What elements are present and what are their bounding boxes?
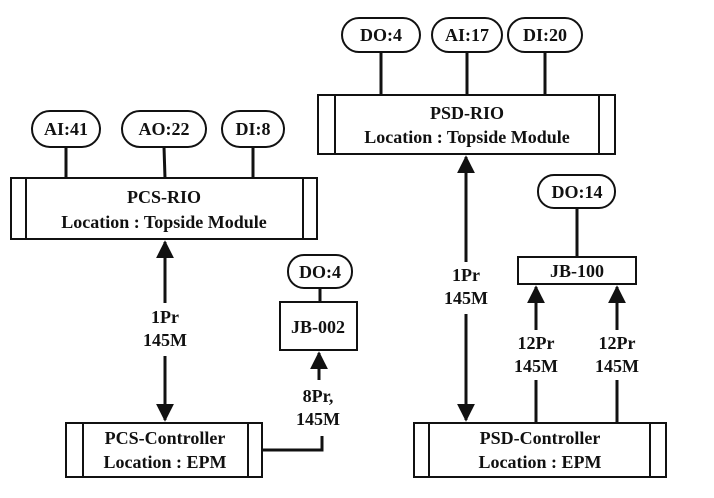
psd-rio-box: PSD-RIO Location : Topside Module (317, 94, 616, 155)
io-pill-label: DI:20 (523, 25, 567, 45)
io-pill-jb100-do14: DO:14 (537, 174, 616, 209)
pcs-rio-box: PCS-RIO Location : Topside Module (10, 177, 318, 240)
pcs-rio-location: Location : Topside Module (61, 212, 267, 232)
jb-100-box: JB-100 (517, 256, 637, 285)
link-psd-controller-jb100-b: 12Pr 145M (595, 285, 639, 423)
psd-controller-title: PSD-Controller (480, 428, 601, 448)
jb-002-group: DO:4 JB-002 (279, 254, 358, 351)
link-label-length: 145M (514, 356, 558, 376)
jb-002-box: JB-002 (279, 301, 358, 351)
link-pcs-controller-jb002: 8Pr, 145M (262, 351, 340, 452)
link-label-pairs: 12Pr (599, 333, 636, 353)
pcs-rio-title: PCS-RIO (127, 187, 201, 207)
io-pill-di8: DI:8 (221, 110, 285, 148)
io-pill-label: DI:8 (236, 119, 271, 139)
jb-100-label: JB-100 (550, 261, 604, 281)
link-label-length: 145M (143, 330, 187, 350)
io-pill-do4: DO:4 (341, 17, 421, 53)
psd-rio-group: DO:4 AI:17 DI:20 PSD-RIO Location : Tops… (317, 17, 616, 155)
psd-rio-location: Location : Topside Module (364, 127, 570, 147)
link-label-length: 145M (595, 356, 639, 376)
pcs-rio-group: AI:41 AO:22 DI:8 PCS-RIO Location : Tops… (10, 110, 318, 240)
io-pill-label: DO:4 (299, 262, 341, 282)
link-psd-rio-controller: 1Pr 145M (444, 155, 488, 422)
pcs-controller-location: Location : EPM (104, 452, 227, 472)
link-psd-controller-jb100-a: 12Pr 145M (514, 285, 558, 423)
io-pill-label: AO:22 (139, 119, 190, 139)
io-pill-ai41: AI:41 (31, 110, 101, 148)
pcs-controller-box: PCS-Controller Location : EPM (65, 422, 263, 478)
jb-100-group: DO:14 JB-100 (517, 174, 637, 285)
link-pcs-rio-controller: 1Pr 145M (143, 240, 187, 422)
io-pill-ai17: AI:17 (431, 17, 503, 53)
io-pill-label: DO:14 (552, 182, 603, 202)
link-label-pairs: 1Pr (452, 265, 480, 285)
io-pill-label: DO:4 (360, 25, 402, 45)
jb-002-label: JB-002 (291, 317, 345, 337)
link-label-pairs: 1Pr (151, 307, 179, 327)
psd-rio-title: PSD-RIO (430, 103, 504, 123)
pcs-controller-title: PCS-Controller (105, 428, 226, 448)
link-label-length: 145M (296, 409, 340, 429)
connector-line (262, 436, 324, 452)
link-label-pairs: 8Pr, (303, 386, 334, 406)
io-pill-ao22: AO:22 (121, 110, 207, 148)
psd-controller-box: PSD-Controller Location : EPM (413, 422, 667, 478)
io-pill-jb002-do4: DO:4 (287, 254, 353, 289)
io-pill-label: AI:17 (445, 25, 489, 45)
connector-line (162, 146, 167, 179)
psd-controller-location: Location : EPM (479, 452, 602, 472)
link-label-length: 145M (444, 288, 488, 308)
link-label-pairs: 12Pr (518, 333, 555, 353)
io-pill-label: AI:41 (44, 119, 88, 139)
io-pill-di20: DI:20 (507, 17, 583, 53)
